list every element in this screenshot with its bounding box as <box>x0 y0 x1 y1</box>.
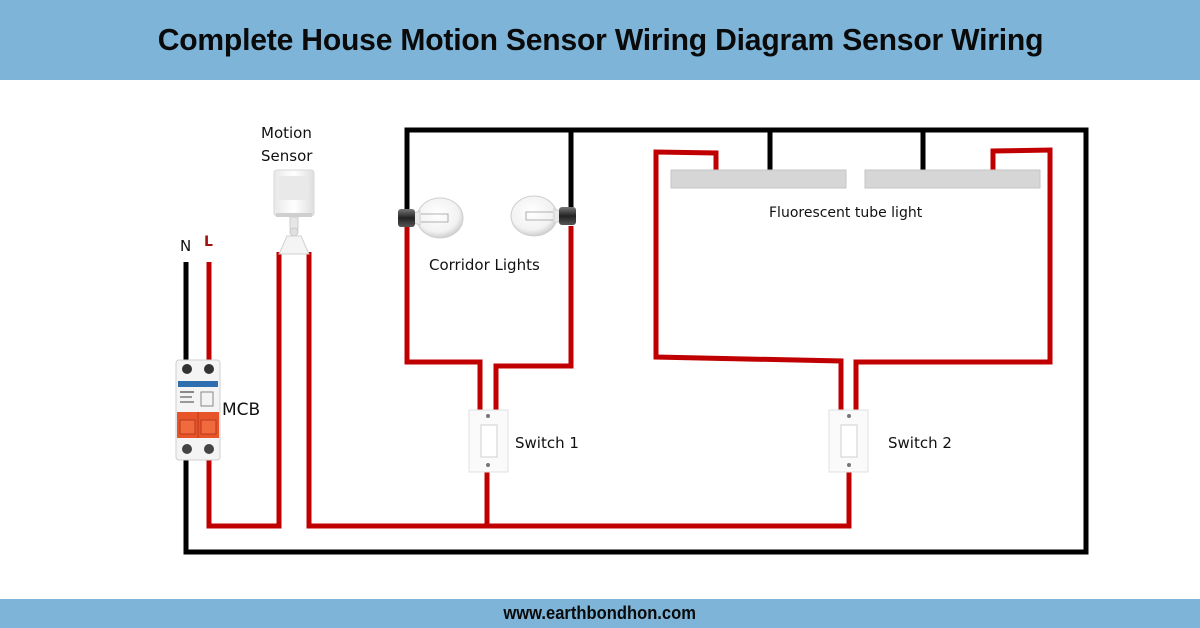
motion-sensor-label-line2: Sensor <box>261 147 313 165</box>
tube-light-icon-right <box>864 169 1041 189</box>
title-banner: Complete House Motion Sensor Wiring Diag… <box>0 0 1200 80</box>
live-wire-tube-right <box>853 147 1053 412</box>
website-link[interactable]: www.earthbondhon.com <box>503 603 697 623</box>
circuit-breaker-icon <box>175 359 221 461</box>
neutral-label: N <box>180 237 191 255</box>
tube-light-icon-left <box>670 169 847 189</box>
live-wire-mcb-to-sensor <box>206 252 282 529</box>
light-bulb-icon-left <box>398 197 464 239</box>
footer-banner: www.earthbondhon.com <box>0 599 1200 628</box>
fluorescent-label: Fluorescent tube light <box>769 205 923 221</box>
page-title: Complete House Motion Sensor Wiring Diag… <box>157 22 1043 57</box>
live-wire-bulb-right <box>493 226 574 412</box>
switch-1-label: Switch 1 <box>515 434 579 452</box>
light-bulb-icon-right <box>510 195 576 237</box>
motion-sensor-label-line1: Motion <box>261 124 312 142</box>
neutral-wires <box>183 127 1089 555</box>
motion-sensor-icon <box>273 169 315 255</box>
switch-2-label: Switch 2 <box>888 434 952 452</box>
wall-switch-icon-2 <box>828 409 869 473</box>
live-wire-sensor-to-switches <box>306 252 852 529</box>
live-wires <box>206 147 1053 529</box>
wall-switch-icon-1 <box>468 409 509 473</box>
mcb-label: MCB <box>222 400 260 420</box>
corridor-lights-label: Corridor Lights <box>429 256 540 274</box>
live-label: L <box>204 234 213 250</box>
live-wire-tube-left <box>653 149 844 412</box>
live-wire-bulb-left <box>404 226 483 412</box>
neutral-wire-main-loop <box>183 127 1089 555</box>
